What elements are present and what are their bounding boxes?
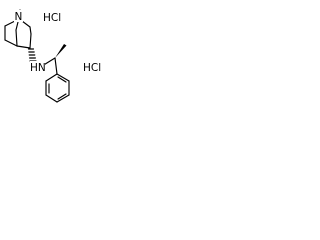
bond-n-cd xyxy=(21,20,31,28)
quinuclidine-ring xyxy=(4,9,32,49)
bond-cf-ce xyxy=(29,33,32,49)
hcl-salt-label-2: HCl xyxy=(83,62,101,74)
bond-n-cc xyxy=(15,21,19,31)
hashed-wedge-bond xyxy=(27,48,37,62)
bond-cstar-phenyl xyxy=(54,57,58,75)
nitrogen-label: N xyxy=(15,11,23,23)
amine-label: HN xyxy=(30,62,46,74)
chemical-structure: N HN HCl HCl xyxy=(4,9,101,103)
bond-cb-cbridge xyxy=(4,39,18,47)
phenyl-ring xyxy=(45,73,70,103)
methyl-wedge-bond xyxy=(55,44,67,58)
hcl-salt-label-1: HCl xyxy=(43,12,61,24)
bond-cc-cbridge xyxy=(15,29,18,47)
bond-cd-ce xyxy=(29,26,32,35)
bond-cbridge-cf xyxy=(16,45,31,49)
